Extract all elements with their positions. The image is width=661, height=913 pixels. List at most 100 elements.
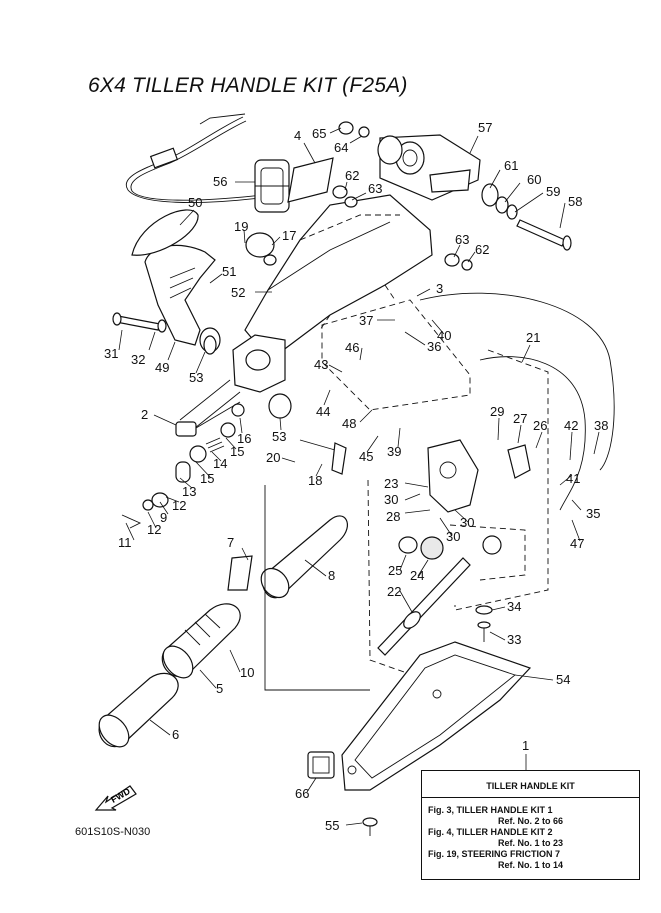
callout-30c: 30 — [446, 529, 460, 544]
callout-18: 18 — [308, 473, 322, 488]
screw-33-drawing — [475, 605, 493, 642]
callout-39: 39 — [387, 444, 401, 459]
fwd-arrow-icon: FWD — [94, 785, 137, 811]
callout-7: 7 — [227, 535, 234, 550]
callout-51: 51 — [222, 264, 236, 279]
callout-55: 55 — [325, 818, 339, 833]
callout-54: 54 — [556, 672, 570, 687]
cable-21-drawing — [419, 292, 615, 471]
callout-14: 14 — [213, 456, 227, 471]
callout-9: 9 — [160, 510, 167, 525]
callout-35: 35 — [586, 506, 600, 521]
callout-36: 36 — [427, 339, 441, 354]
callout-41: 41 — [566, 471, 580, 486]
gear-24-drawing — [420, 536, 444, 560]
callout-1: 1 — [522, 738, 529, 753]
knob-17-drawing — [245, 232, 277, 266]
callout-42: 42 — [564, 418, 578, 433]
callout-17: 17 — [282, 228, 296, 243]
callout-40: 40 — [437, 328, 451, 343]
callout-33: 33 — [507, 632, 521, 647]
tiller-body-drawing — [244, 194, 433, 361]
kit-heading-divider — [422, 797, 639, 798]
callout-12b: 12 — [147, 522, 161, 537]
callout-53: 53 — [189, 370, 203, 385]
callout-60: 60 — [527, 172, 541, 187]
callout-34: 34 — [507, 599, 521, 614]
callout-numbers: 65 64 4 57 56 62 63 61 60 59 58 50 19 17… — [104, 120, 608, 833]
mechanism-drawing — [427, 439, 531, 513]
callout-66: 66 — [295, 786, 309, 801]
callout-62b: 62 — [475, 242, 489, 257]
callout-24: 24 — [410, 568, 424, 583]
callout-13: 13 — [182, 484, 196, 499]
bracket-57-drawing — [377, 134, 481, 201]
kit-info-box: TILLER HANDLE KIT Fig. 3, TILLER HANDLE … — [421, 770, 640, 880]
plate-4-drawing — [287, 157, 334, 203]
kit-line-2-ref: Ref. No. 1 to 23 — [497, 838, 563, 848]
kit-line-3-ref: Ref. No. 1 to 14 — [497, 860, 563, 870]
callout-49: 49 — [155, 360, 169, 375]
callout-20: 20 — [266, 450, 280, 465]
leader-lines — [118, 127, 600, 826]
callout-63b: 63 — [455, 232, 469, 247]
callout-11: 11 — [118, 535, 132, 550]
callout-43: 43 — [314, 357, 328, 372]
callout-46: 46 — [345, 340, 359, 355]
bolt-31-drawing — [112, 312, 167, 333]
plug-66-drawing — [307, 751, 335, 779]
callout-29: 29 — [490, 404, 504, 419]
callout-27: 27 — [513, 411, 527, 426]
callout-25: 25 — [388, 563, 402, 578]
throttle-cable-drawing — [125, 113, 263, 203]
kit-line-2-fig: Fig. 4, TILLER HANDLE KIT 2 — [428, 827, 553, 837]
callout-26: 26 — [533, 418, 547, 433]
callout-53b: 53 — [272, 429, 286, 444]
callout-12: 12 — [172, 498, 186, 513]
callout-56: 56 — [213, 174, 227, 189]
sleeve-8-drawing — [260, 515, 348, 599]
callout-3: 3 — [436, 281, 443, 296]
callout-6: 6 — [172, 727, 179, 742]
callout-37: 37 — [359, 313, 373, 328]
bolt-58-drawing — [481, 183, 572, 251]
washers-62-63-drawing — [332, 121, 473, 271]
washer-53-drawing — [268, 393, 292, 419]
callout-4: 4 — [294, 128, 301, 143]
callout-2: 2 — [141, 407, 148, 422]
callout-10: 10 — [240, 665, 254, 680]
callout-59: 59 — [546, 184, 560, 199]
callout-52: 52 — [231, 285, 245, 300]
callout-21: 21 — [526, 330, 540, 345]
callout-22: 22 — [387, 584, 401, 599]
callout-64: 64 — [334, 140, 348, 155]
callout-19: 19 — [234, 219, 248, 234]
grommet-56-drawing — [254, 159, 290, 213]
pivot-housing-drawing — [179, 334, 286, 433]
throttle-grip-5-drawing — [161, 603, 241, 679]
lever-18-drawing — [299, 439, 347, 475]
callout-38: 38 — [594, 418, 608, 433]
callout-32: 32 — [131, 352, 145, 367]
kit-line-1-fig: Fig. 3, TILLER HANDLE KIT 1 — [428, 805, 553, 815]
callout-15b: 15 — [200, 471, 214, 486]
callout-48: 48 — [342, 416, 356, 431]
callout-31: 31 — [104, 346, 118, 361]
kit-heading: TILLER HANDLE KIT — [486, 781, 575, 791]
cap-50-drawing — [131, 209, 199, 256]
callout-62: 62 — [345, 168, 359, 183]
callout-5: 5 — [216, 681, 223, 696]
callout-45: 45 — [359, 449, 373, 464]
callout-50: 50 — [188, 195, 202, 210]
diagram-code: 601S10S-N030 — [75, 826, 151, 838]
page-title: 6X4 TILLER HANDLE KIT (F25A) — [88, 74, 408, 97]
callout-44: 44 — [316, 404, 330, 419]
callout-15: 15 — [230, 444, 244, 459]
callout-63: 63 — [368, 181, 382, 196]
grip-cover-6-drawing — [98, 672, 179, 748]
kit-line-3-fig: Fig. 19, STEERING FRICTION 7 — [428, 849, 561, 859]
callout-16: 16 — [237, 431, 251, 446]
callout-28: 28 — [386, 509, 400, 524]
callout-57: 57 — [478, 120, 492, 135]
part-7-drawing — [227, 555, 253, 591]
